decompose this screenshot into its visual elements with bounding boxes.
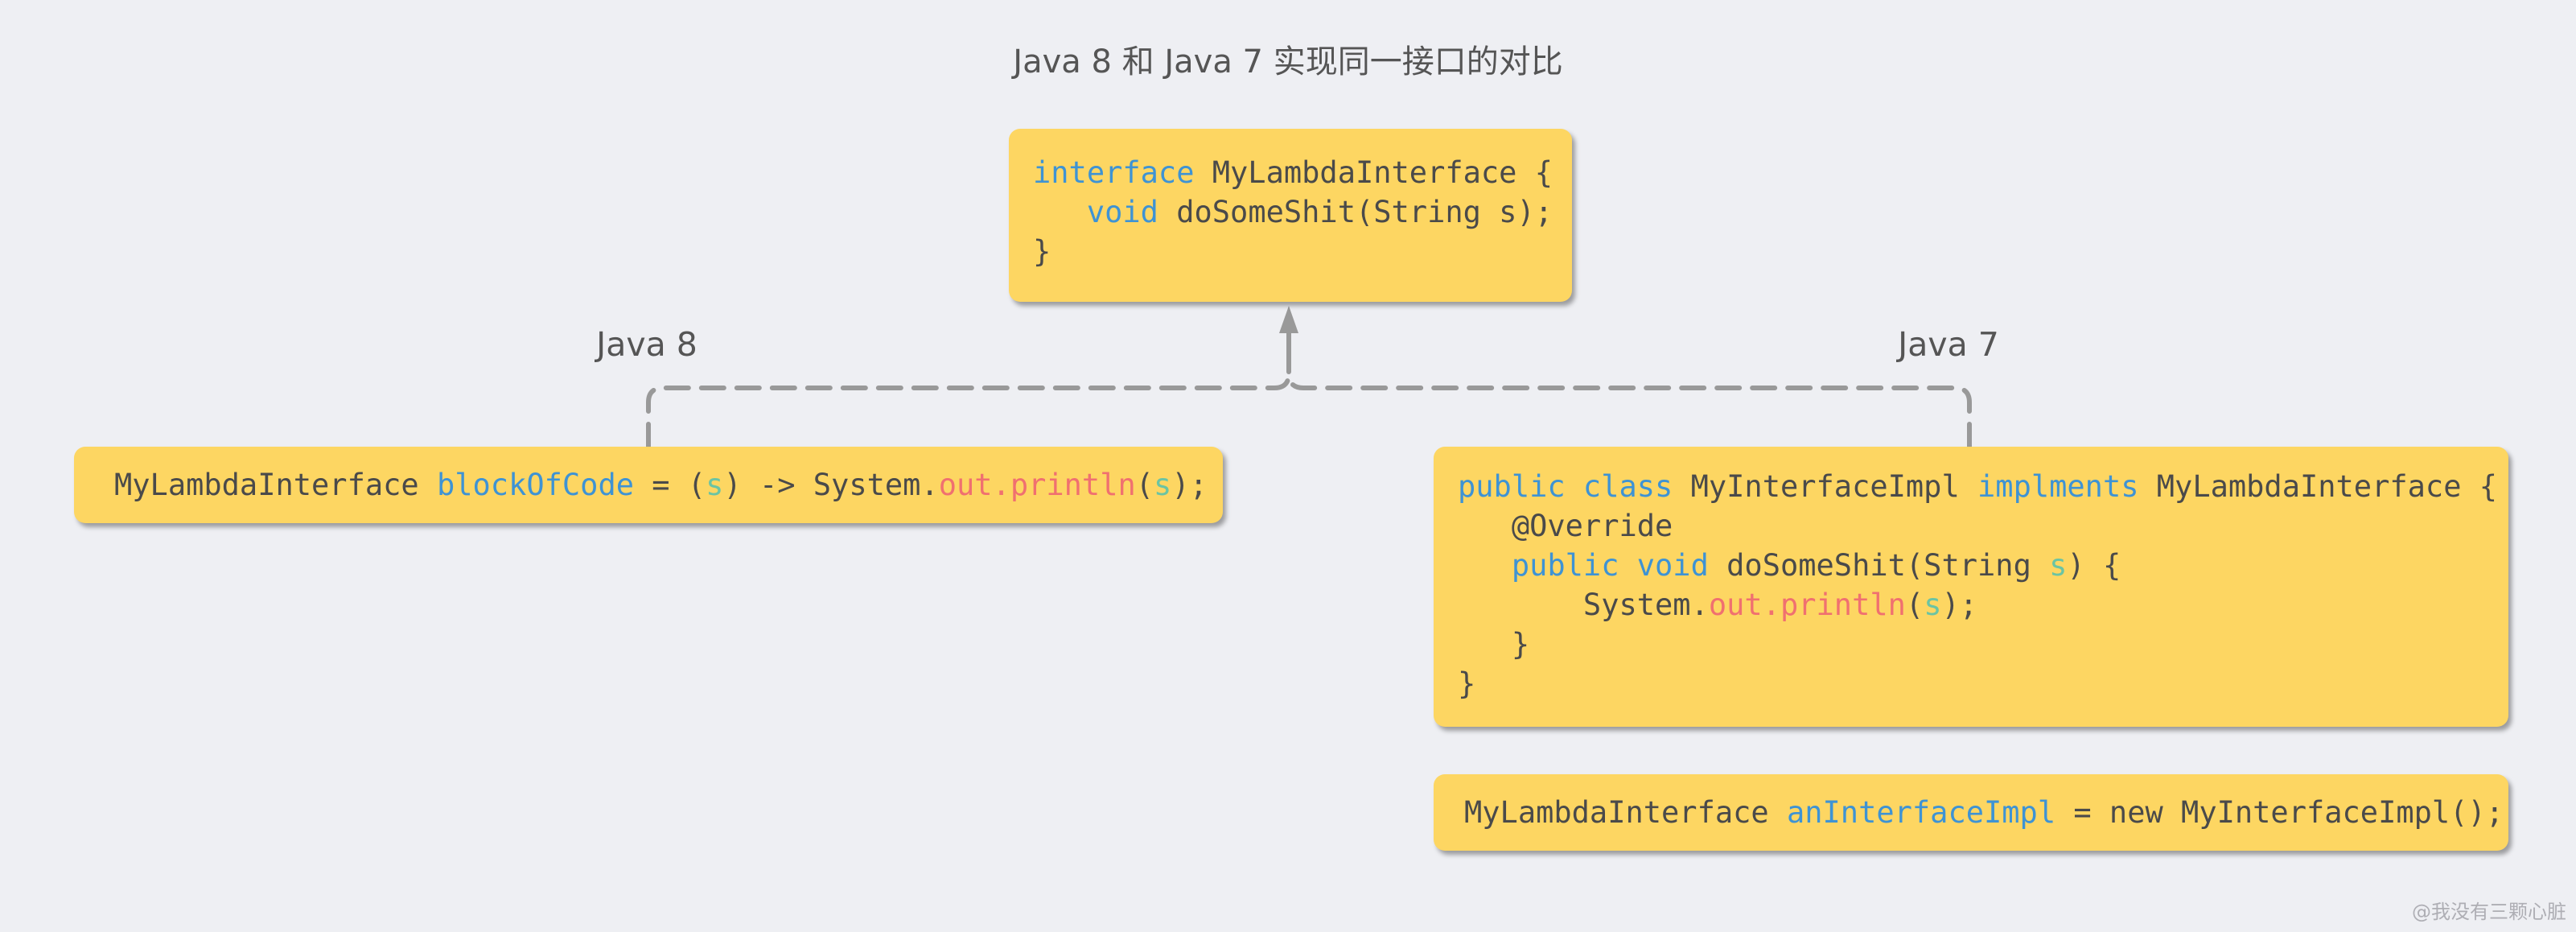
code-text: ) -> System.	[723, 468, 939, 502]
code-text: MyInterfaceImpl	[1673, 469, 1978, 504]
param-s: s	[706, 468, 724, 502]
keyword-implments: implments	[1977, 469, 2139, 504]
code-text: ) {	[2067, 548, 2121, 583]
code-indent	[1458, 548, 1512, 583]
code-text: (	[1135, 468, 1154, 502]
java7-class-code: public class MyInterfaceImpl implments M…	[1458, 467, 2497, 703]
java7-branch-line	[1286, 371, 1972, 449]
param-s: s	[1924, 588, 1942, 622]
code-text: MyLambdaInterface {	[2138, 469, 2498, 504]
variable-name: blockOfCode	[436, 468, 635, 502]
keyword-public-void: public void	[1511, 548, 1709, 583]
code-text: @Override	[1458, 509, 1673, 543]
param-s: s	[2049, 548, 2068, 583]
java7-instance-code: MyLambdaInterface anInterfaceImpl = new …	[1464, 793, 2504, 832]
java8-code: MyLambdaInterface blockOfCode = (s) -> S…	[114, 465, 1208, 505]
code-text: = new MyInterfaceImpl();	[2055, 795, 2504, 830]
code-text: }	[1458, 627, 1530, 662]
code-text: = (	[634, 468, 706, 502]
code-text: MyLambdaInterface {	[1194, 155, 1553, 190]
field-call: out.println	[1708, 588, 1906, 622]
code-text: System.	[1458, 588, 1709, 622]
watermark: @我没有三颗心脏	[2412, 901, 2566, 923]
code-text: }	[1458, 666, 1476, 701]
java8-branch-line	[646, 352, 1291, 449]
variable-name: anInterfaceImpl	[1786, 795, 2056, 830]
java7-class-box: public class MyInterfaceImpl implments M…	[1434, 447, 2508, 727]
java7-label: Java 7	[1898, 325, 1999, 364]
java7-instance-box: MyLambdaInterface anInterfaceImpl = new …	[1434, 774, 2508, 851]
keyword-interface: interface	[1033, 155, 1195, 190]
arrow-head-icon	[1279, 306, 1298, 333]
code-text: MyLambdaInterface	[1464, 795, 1787, 830]
code-text: );	[1941, 588, 1978, 622]
code-text: MyLambdaInterface	[114, 468, 437, 502]
code-text: );	[1171, 468, 1208, 502]
java8-lambda-box: MyLambdaInterface blockOfCode = (s) -> S…	[74, 447, 1223, 523]
code-text: doSomeShit(String	[1708, 548, 2050, 583]
param-s: s	[1154, 468, 1172, 502]
field-call: out.println	[938, 468, 1136, 502]
interface-code: interface MyLambdaInterface { void doSom…	[1033, 153, 1553, 271]
code-text: doSomeShit(String s);	[1158, 195, 1553, 229]
java8-label: Java 8	[596, 325, 697, 364]
keyword-public-class: public class	[1458, 469, 1673, 504]
interface-box: interface MyLambdaInterface { void doSom…	[1009, 129, 1572, 302]
code-text: }	[1033, 234, 1051, 269]
keyword-void: void	[1086, 195, 1158, 229]
code-indent	[1033, 195, 1087, 229]
code-text: (	[1905, 588, 1924, 622]
diagram-title: Java 8 和 Java 7 实现同一接口的对比	[1013, 43, 1563, 80]
